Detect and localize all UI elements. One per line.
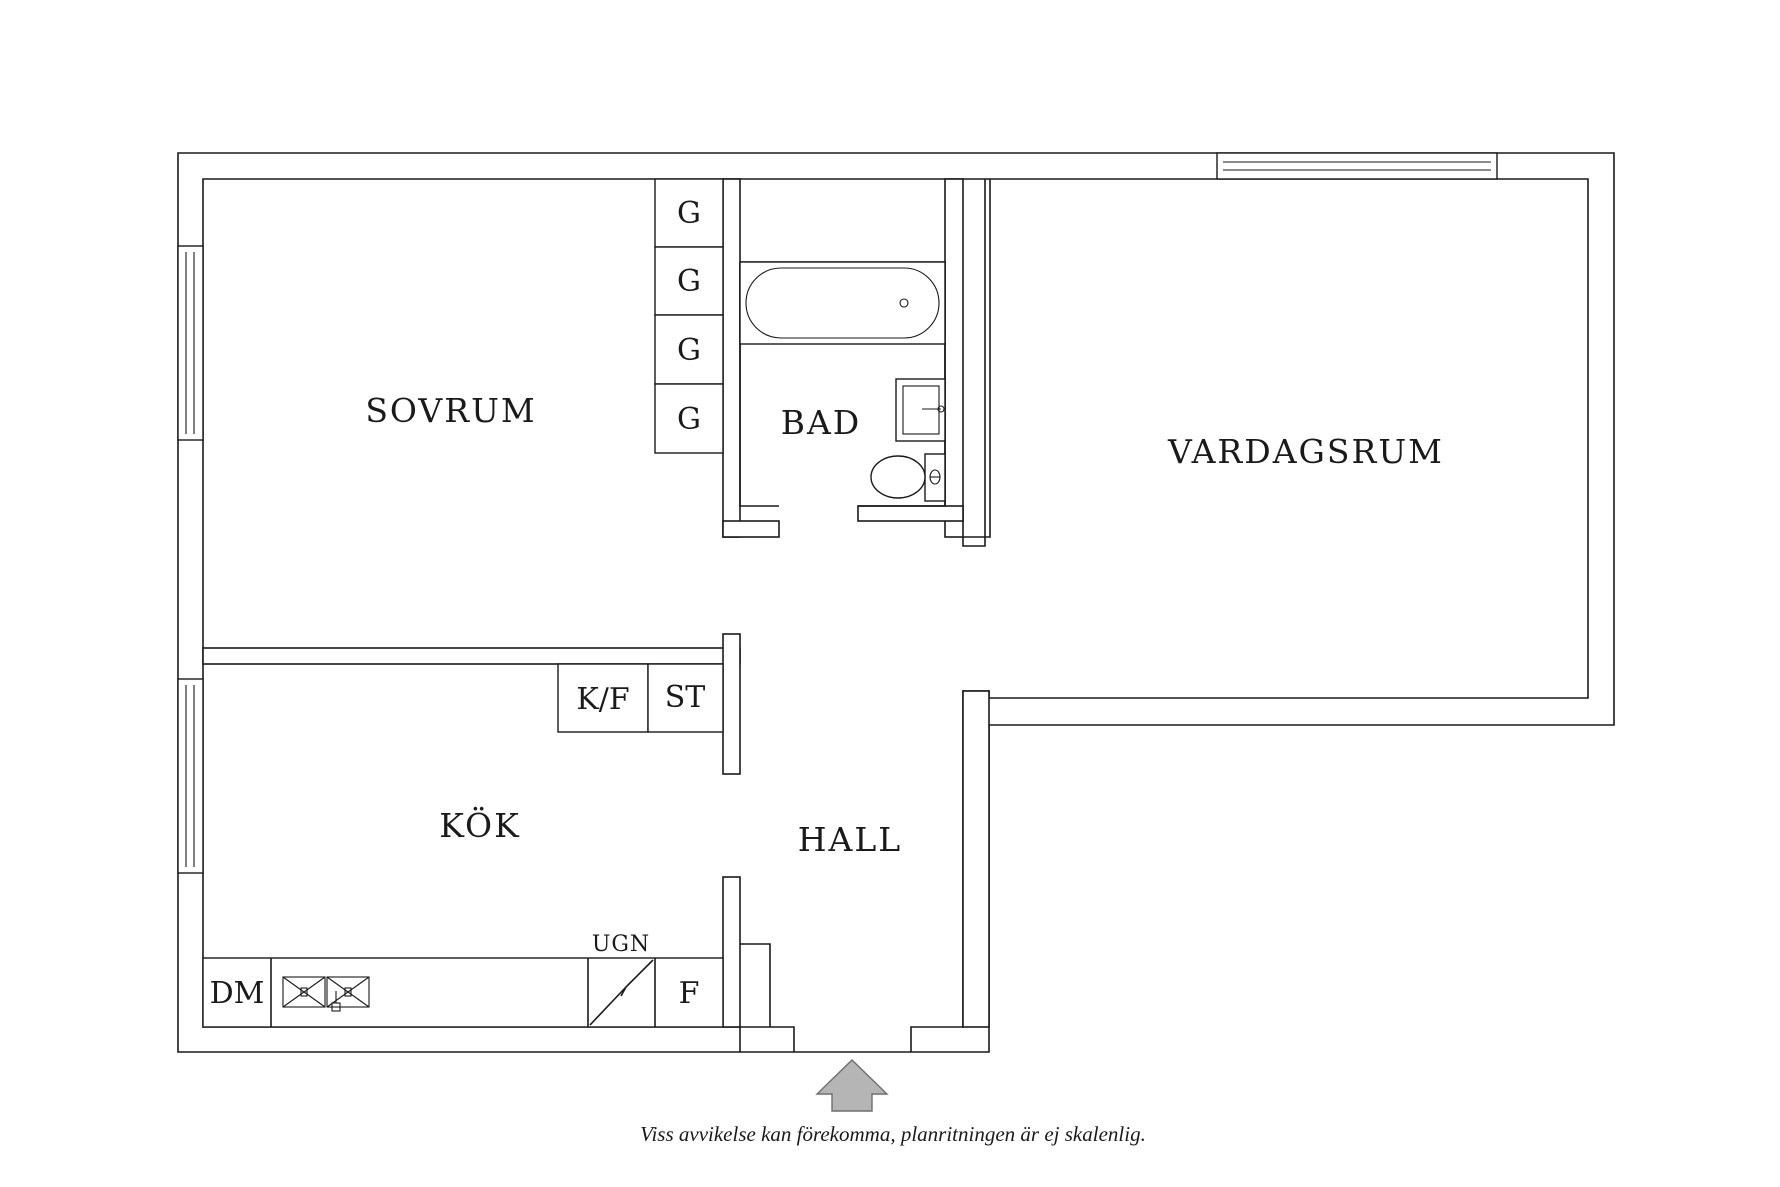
wardrobe-group: G G G G [654,178,724,454]
room-label-vardagsrum: VARDAGSRUM [1167,432,1444,471]
kitchen-upper-fixtures: K/F ST [557,663,724,733]
disclaimer-note: Viss avvikelse kan förekomma, planritnin… [640,1122,1146,1146]
fridge-freezer-label: K/F [576,682,629,717]
sink-icon [282,976,370,1012]
toilet-icon [870,453,946,502]
interior-walls [202,178,990,1028]
room-label-sovrum: SOVRUM [365,391,536,430]
storage-label: ST [665,680,706,715]
dishwasher-label: DM [210,976,265,1011]
window-kitchen [177,678,204,874]
room-label-bad: BAD [781,403,862,442]
bathroom [739,261,946,507]
sink-icon [895,378,946,442]
wardrobe-label: G [677,402,701,437]
wardrobe-label: G [677,264,701,299]
window-bedroom [177,245,204,441]
oven-icon [589,959,654,1026]
freezer-label: F [679,976,700,1011]
wardrobe-label: G [677,333,701,368]
entrance-arrow-icon [815,1059,889,1112]
hall-closet [740,943,771,1027]
oven-label: UGN [592,932,650,957]
wardrobe-label: G [677,196,701,231]
room-label-hall: HALL [798,820,902,859]
bathtub-icon [739,261,946,345]
window-living-room [1216,152,1498,180]
kitchen-counter: DM UGN F [202,932,724,1028]
room-label-kok: KÖK [439,805,520,845]
